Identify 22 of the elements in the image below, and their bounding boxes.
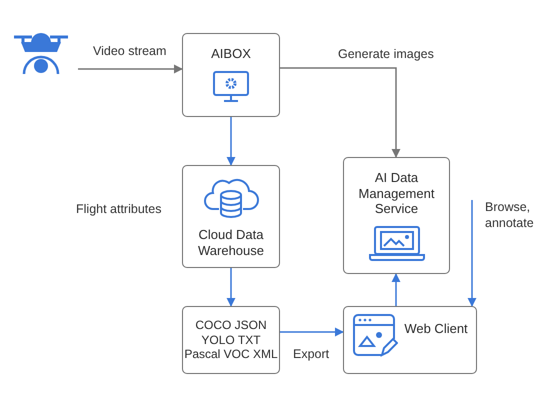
process-box <box>343 306 477 374</box>
arrow <box>392 273 400 306</box>
node-label: Cloud Data Warehouse <box>197 226 265 258</box>
process-box <box>182 306 280 374</box>
arrow <box>280 67 400 158</box>
node-label: Web Client <box>404 320 468 337</box>
edge-label: Export <box>293 346 330 362</box>
node-label: COCO JSON YOLO TXT Pascal VOC XML <box>183 318 279 362</box>
arrow <box>78 64 183 74</box>
arrow <box>226 268 236 307</box>
edge-label: Browse, annotate <box>485 199 535 232</box>
edge-label: Video stream <box>93 43 166 60</box>
process-box <box>343 157 450 274</box>
edge-label: Generate images <box>338 46 434 62</box>
arrow <box>226 117 236 166</box>
node-label: AI Data Management Service <box>358 170 436 217</box>
arrow <box>280 328 344 336</box>
process-box <box>182 165 280 268</box>
text-label: Flight attributes <box>76 201 162 218</box>
node-label: AIBOX <box>211 46 251 62</box>
process-box <box>182 33 280 117</box>
arrow <box>468 200 476 307</box>
